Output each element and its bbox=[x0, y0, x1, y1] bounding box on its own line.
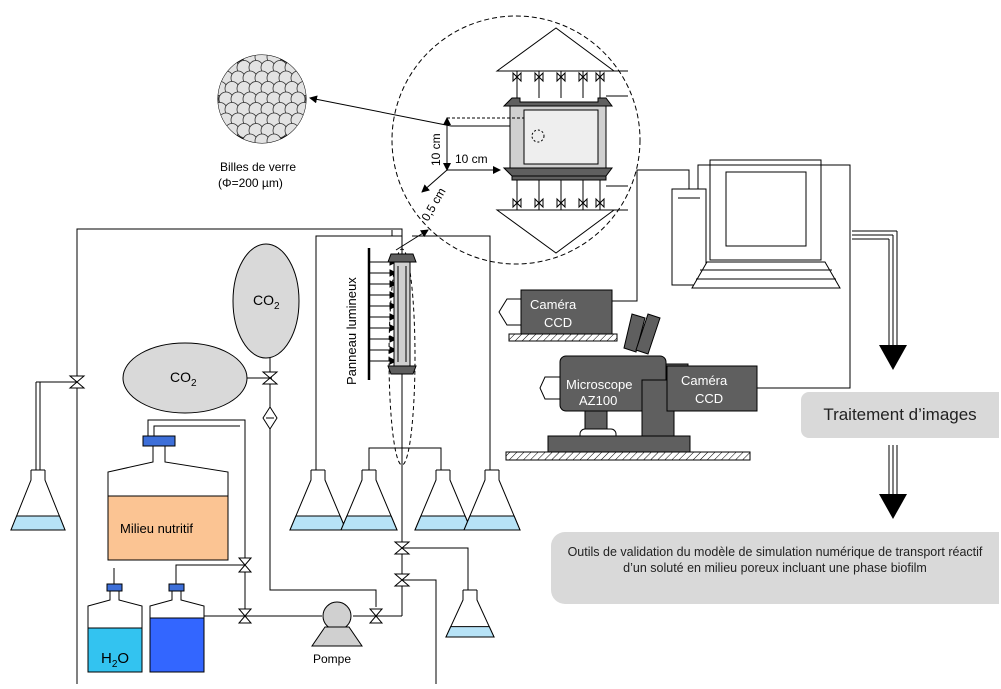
camera1-label-line2: CCD bbox=[544, 315, 572, 330]
pump-icon bbox=[311, 601, 363, 647]
milieu-label: Milieu nutritif bbox=[120, 521, 193, 536]
traitement-box: Traitement d’images bbox=[801, 392, 999, 438]
camera2-label-line2: CCD bbox=[695, 391, 723, 406]
co2-balloon-top bbox=[232, 243, 300, 359]
outils-box: Outils de validation du modèle de simula… bbox=[551, 532, 999, 604]
erlenmeyer-flask bbox=[414, 469, 472, 531]
panneau-label: Panneau lumineux bbox=[344, 277, 359, 385]
microscope-icon bbox=[505, 313, 751, 461]
magnifier-pointer bbox=[395, 229, 429, 251]
camera2-label-line1: Caméra bbox=[681, 373, 728, 388]
h2o-label: H2O bbox=[101, 650, 129, 670]
camera1-label-line1: Caméra bbox=[530, 297, 577, 312]
erlenmeyer-flask bbox=[10, 469, 66, 531]
camera-ccd-2 bbox=[666, 365, 758, 412]
erlenmeyer-flask bbox=[445, 589, 495, 638]
check-valve-icon bbox=[262, 406, 278, 430]
erlenmeyer-flask bbox=[463, 469, 521, 531]
co2-top-label: CO2 bbox=[253, 292, 280, 312]
processing-arrow-2 bbox=[879, 445, 907, 519]
camera-ccd-1 bbox=[498, 289, 618, 342]
light-panel bbox=[367, 248, 398, 380]
nutrient-bottle bbox=[107, 435, 229, 561]
erlenmeyer-flask bbox=[289, 469, 347, 531]
dim-10cm-horizontal: 10 cm bbox=[455, 152, 488, 166]
computer-icon bbox=[671, 159, 841, 289]
microscope-label-line1: Microscope bbox=[566, 377, 632, 392]
pompe-label: Pompe bbox=[313, 652, 351, 666]
co2-left-label: CO2 bbox=[170, 369, 197, 389]
computer-cables bbox=[612, 164, 851, 389]
erlenmeyer-flask bbox=[340, 469, 398, 531]
water-bottle-h2o bbox=[87, 583, 143, 673]
processing-arrow-1 bbox=[852, 230, 907, 370]
bead-zoom-arrow-2 bbox=[309, 95, 452, 127]
billes-label-line1: Billes de verre bbox=[220, 160, 296, 174]
cell-magnifier bbox=[391, 15, 641, 265]
billes-label-line2: (Φ=200 µm) bbox=[218, 176, 283, 190]
microscope-label-line2: AZ100 bbox=[579, 393, 617, 408]
glass-beads-icon bbox=[217, 54, 307, 144]
dim-10cm-vertical: 10 cm bbox=[429, 133, 443, 166]
water-bottle-blue bbox=[149, 583, 205, 673]
